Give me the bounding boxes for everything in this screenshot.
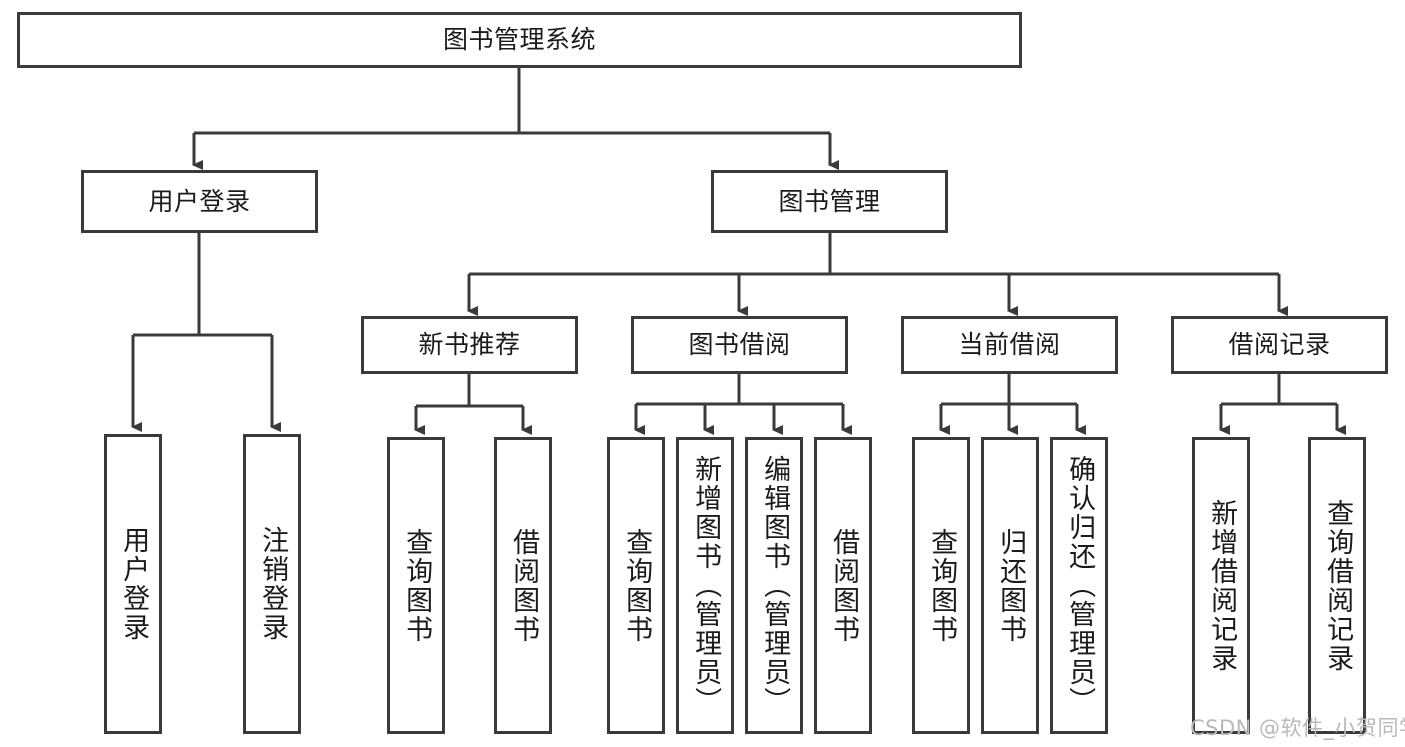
- leaf-new-book-query-label: 查询图书: [401, 527, 433, 644]
- leaf-new-book-borrow-label: 借阅图书: [508, 527, 540, 644]
- node-current-borrow[interactable]: 当前借阅: [901, 316, 1118, 374]
- node-user-login-label: 用户登录: [148, 186, 251, 216]
- leaf-current-borrow-return[interactable]: 归还图书: [981, 437, 1039, 734]
- node-user-login[interactable]: 用户登录: [81, 170, 318, 233]
- node-current-borrow-label: 当前借阅: [958, 330, 1061, 360]
- leaf-user-login-logout-label: 注销登录: [257, 526, 289, 642]
- node-new-book-recommend[interactable]: 新书推荐: [361, 316, 578, 374]
- node-borrow-record-label: 借阅记录: [1228, 330, 1331, 360]
- node-borrow-record[interactable]: 借阅记录: [1171, 316, 1388, 374]
- leaf-current-borrow-query[interactable]: 查询图书: [912, 437, 970, 734]
- leaf-user-login-logout[interactable]: 注销登录: [243, 434, 301, 734]
- node-root[interactable]: 图书管理系统: [17, 12, 1022, 68]
- leaf-current-borrow-return-label: 归还图书: [995, 527, 1027, 644]
- node-book-borrow-label: 图书借阅: [688, 330, 791, 360]
- leaf-book-borrow-add[interactable]: 新增图书（管理员）: [676, 437, 734, 734]
- leaf-borrow-record-add[interactable]: 新增借阅记录: [1192, 437, 1250, 734]
- leaf-new-book-borrow[interactable]: 借阅图书: [494, 437, 552, 734]
- leaf-current-borrow-query-label: 查询图书: [926, 527, 958, 644]
- leaf-book-borrow-borrow[interactable]: 借阅图书: [814, 437, 872, 734]
- leaf-current-borrow-confirm[interactable]: 确认归还（管理员）: [1050, 437, 1108, 734]
- leaf-user-login-login[interactable]: 用户登录: [104, 434, 162, 734]
- leaf-borrow-record-query[interactable]: 查询借阅记录: [1308, 437, 1366, 734]
- watermark-text: CSDN @软件_小贺同学: [1190, 716, 1405, 740]
- leaf-borrow-record-add-label: 新增借阅记录: [1206, 498, 1238, 673]
- leaf-book-borrow-add-label: 新增图书（管理员）: [690, 455, 722, 716]
- node-root-label: 图书管理系统: [442, 25, 596, 55]
- leaf-book-borrow-borrow-label: 借阅图书: [828, 527, 860, 644]
- leaf-current-borrow-confirm-label: 确认归还（管理员）: [1064, 455, 1096, 716]
- node-book-management[interactable]: 图书管理: [711, 170, 948, 233]
- leaf-user-login-login-label: 用户登录: [118, 526, 150, 642]
- node-book-borrow[interactable]: 图书借阅: [631, 316, 848, 374]
- leaf-borrow-record-query-label: 查询借阅记录: [1322, 498, 1354, 673]
- node-new-book-recommend-label: 新书推荐: [418, 330, 521, 360]
- leaf-book-borrow-query[interactable]: 查询图书: [607, 437, 665, 734]
- leaf-new-book-query[interactable]: 查询图书: [387, 437, 445, 734]
- node-book-management-label: 图书管理: [778, 186, 881, 216]
- leaf-book-borrow-edit-label: 编辑图书（管理员）: [759, 455, 791, 716]
- leaf-book-borrow-edit[interactable]: 编辑图书（管理员）: [745, 437, 803, 734]
- leaf-book-borrow-query-label: 查询图书: [621, 527, 653, 644]
